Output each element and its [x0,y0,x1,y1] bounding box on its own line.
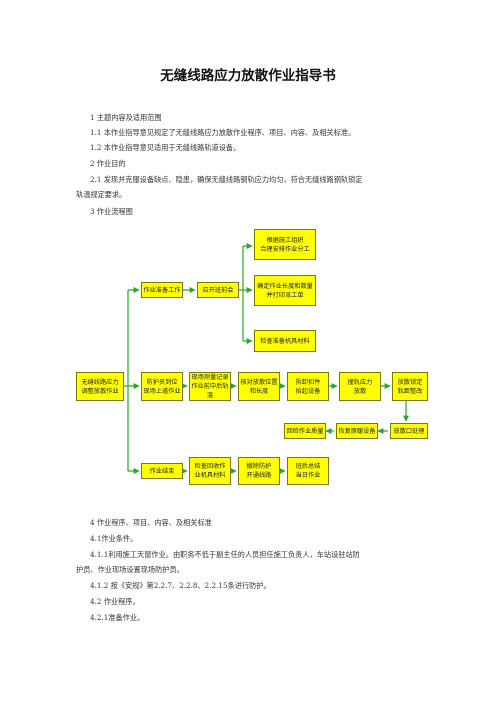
flow-meeting-box: 召开班前会 [197,282,239,298]
text-line: 1 主题内容及适用范围 [90,113,162,122]
text-line: 轨温规定要求。 [76,190,127,199]
text-line: 1.2 本作业指导意见适用于无缝线路轨道设备。 [90,143,241,152]
text-line: 2.1 发现并克服设备缺点、隐患，确保无缝线路钢轨应力均匀，符合无缝线路钢轨锁定 [90,175,363,184]
flow-prep-box: 作业准备工作 [141,282,183,298]
text-line: 2 作业目的 [90,159,126,168]
flow-restore-box: 恢复原暖设备 [336,423,378,439]
flow-collect-box: 检查回收作 业机具材料 [189,457,231,485]
text-line: 4.2.1准备作业。 [90,613,145,622]
text-line: 3 作业流程图 [90,207,133,216]
text-line: 4.1.2 按《安规》第2.2.7、2.2.8、2.2.15条进行防护。 [90,581,271,590]
flow-weld-box: 放散口处理 [390,423,428,439]
flow-confirm-box: 确定作业长度和数量 并打印派工单 [254,275,316,306]
text-line: 4.1作业条件。 [90,534,138,543]
flow-check-tools-box: 检查准备机具材料 [254,330,316,352]
flow-release-box: 撞轨应力 放散 [339,372,381,401]
flow-measure-box: 现场测量记录 作业前中后轨温 [189,372,231,401]
flow-finish-box: 作业结束 [141,463,183,479]
text-line: 4 作业程序、项目、内容、及相关标准 [90,518,212,527]
flow-recheck-box: 回检作业质量 [284,423,326,439]
flow-remove-box: 拆卸扣件 抬起设备 [287,372,329,401]
flow-verify-box: 核对放散位置 和长度 [238,372,280,401]
flow-clear-box: 撤除防护 开通线路 [238,457,280,485]
text-line: 1.1 本作业指导意见规定了无缝线路应力放散作业程序、项目、内容、及相关标准。 [90,128,356,137]
text-line: 4.1.1利用施工天窗作业。由职务不低于副主任的人员担任施工负责人，车站设驻站防 [90,550,360,559]
text-line: 4.2 作业程序。 [90,597,140,606]
flow-start-box: 无缝线路应力 调整放散作业 [76,372,124,401]
flow-relock-box: 放散锁定 轨距整改 [392,372,428,401]
flow-summary-box: 班后总结 当日作业 [287,457,329,485]
text-line: 护员、作业现场设置现场防护员。 [76,565,184,574]
flow-guard-box: 防护员到位 现场上道作业 [141,372,183,401]
flow-plan-box: 根据施工组织 合理安排作业分工 [254,229,316,260]
page-title: 无缝线路应力放散作业指导书 [160,68,336,84]
